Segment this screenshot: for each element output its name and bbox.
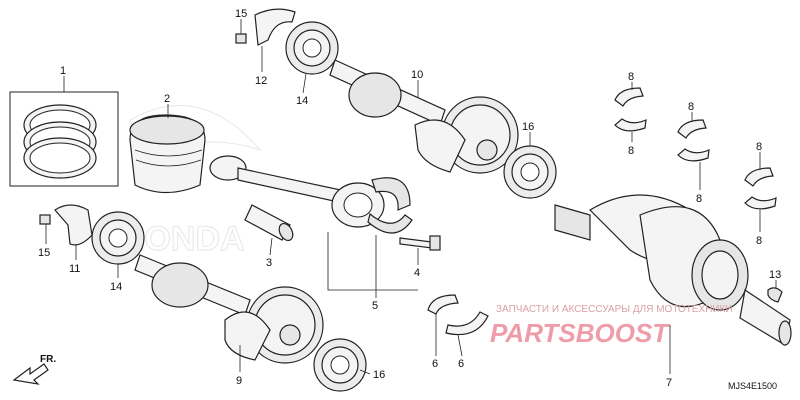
front-direction-indicator: FR. <box>12 354 56 385</box>
callout-10: 10 <box>411 69 423 81</box>
radial-ball-bearing-upper[interactable] <box>285 21 339 75</box>
callout-14-b: 14 <box>296 95 308 107</box>
callout-5: 5 <box>372 300 378 312</box>
callout-labels: 1 2 3 4 5 6 6 7 8 8 8 8 8 8 9 10 11 12 1… <box>38 8 781 389</box>
piston[interactable] <box>129 114 206 194</box>
radial-ball-bearing-right[interactable] <box>503 145 557 199</box>
leader-lines <box>45 19 777 375</box>
radial-ball-bearing-bottom[interactable] <box>313 338 367 392</box>
callout-8-d: 8 <box>696 193 702 205</box>
callout-8-b: 8 <box>628 145 634 157</box>
piston-rings[interactable] <box>9 91 119 187</box>
callout-8-f: 8 <box>756 235 762 247</box>
callout-13: 13 <box>769 269 781 281</box>
callout-3: 3 <box>266 257 272 269</box>
flange-bolt-upper[interactable] <box>235 33 247 44</box>
callout-2: 2 <box>164 93 170 105</box>
woodruff-key[interactable] <box>767 287 783 303</box>
radial-ball-bearing-lower[interactable] <box>91 211 145 265</box>
flange-bolt-lower[interactable] <box>39 214 51 225</box>
connecting-rod[interactable] <box>209 155 413 234</box>
callout-9: 9 <box>236 375 242 387</box>
callout-11: 11 <box>69 263 80 275</box>
bearing-setting-plate-upper[interactable] <box>254 8 296 46</box>
callout-8-e: 8 <box>756 141 762 153</box>
callout-4: 4 <box>414 267 420 279</box>
crankshaft[interactable] <box>554 194 792 346</box>
callout-6-a: 6 <box>432 358 438 370</box>
callout-15-b: 15 <box>235 8 247 20</box>
callout-16-b: 16 <box>373 369 385 381</box>
diagram-code: MJS4E1500 <box>728 381 777 391</box>
callout-7: 7 <box>666 377 672 389</box>
connecting-rod-bolt[interactable] <box>399 235 441 251</box>
callout-12: 12 <box>255 75 267 87</box>
piston-pin[interactable] <box>244 204 296 243</box>
arrow-icon <box>12 363 49 385</box>
callout-14-a: 14 <box>110 281 122 293</box>
balancer-shaft-upper[interactable] <box>329 59 519 174</box>
callout-16-a: 16 <box>522 121 534 133</box>
callout-8-c: 8 <box>688 101 694 113</box>
callout-6-b: 6 <box>458 358 464 370</box>
shop-watermark: ЗАПЧАСТИ И АКСЕССУАРЫ ДЛЯ МОТОТЕХНИКИ PA… <box>490 304 733 348</box>
bearing-setting-plate-lower[interactable] <box>54 204 93 246</box>
crankpin-bearing-shells[interactable] <box>614 87 777 210</box>
callout-8-a: 8 <box>628 71 634 83</box>
balancer-shaft-lower[interactable] <box>134 254 324 364</box>
front-direction-label: FR. <box>40 354 56 365</box>
watermark-brand: PARTSBOOST <box>490 318 670 348</box>
callout-15-a: 15 <box>38 247 50 259</box>
watermark-tagline: ЗАПЧАСТИ И АКСЕССУАРЫ ДЛЯ МОТОТЕХНИКИ <box>496 304 733 315</box>
callout-1: 1 <box>60 65 66 77</box>
main-bearing-shells-lower[interactable] <box>427 294 489 336</box>
